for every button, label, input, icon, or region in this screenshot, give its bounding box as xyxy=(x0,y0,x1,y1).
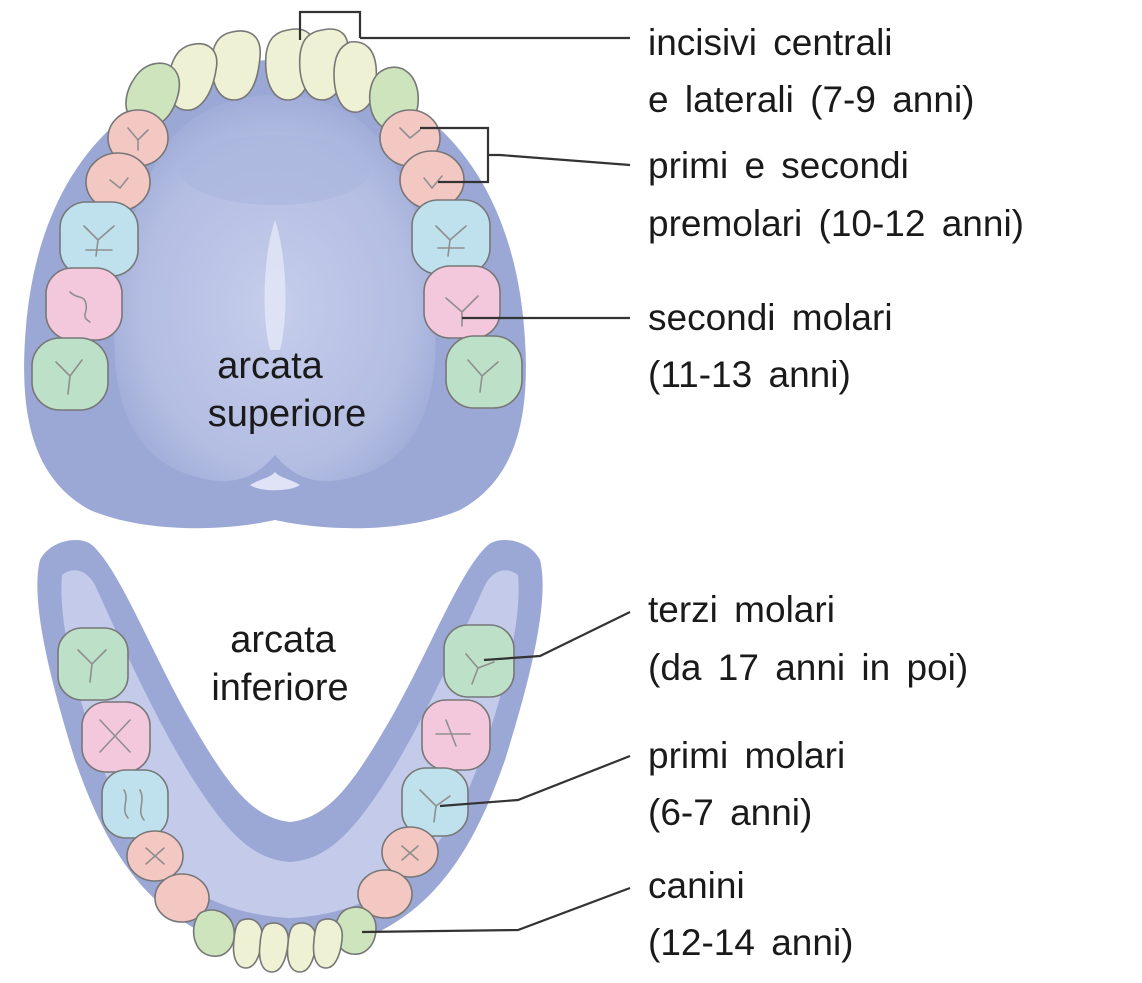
lower-arch: arcata inferiore xyxy=(37,540,542,972)
upper-second-molar-left-tooth xyxy=(46,268,122,340)
upper-second-molar-right-tooth xyxy=(424,266,500,338)
lower-incisor-3-tooth xyxy=(288,923,317,972)
callout-premolars-line2: premolari (10-12 anni) xyxy=(648,203,1024,244)
upper-first-molar-right-tooth xyxy=(412,200,490,274)
lower-arch-label-line1: arcata xyxy=(230,619,336,661)
callout-third-molars-line1: terzi molari xyxy=(648,589,835,630)
callout-canines-line2: (12-14 anni) xyxy=(648,922,854,963)
callout-second-molars-line1: secondi molari xyxy=(648,297,893,338)
upper-palate-highlight xyxy=(180,135,370,205)
callout-incisors-line2: e laterali (7-9 anni) xyxy=(648,79,974,120)
callout-canines-line1: canini xyxy=(648,865,745,906)
lower-third-molar-right-tooth xyxy=(444,625,514,697)
callout-premolars-line1: primi e secondi xyxy=(648,145,909,186)
lower-first-molar-left-tooth xyxy=(102,770,168,838)
lower-second-molar-right-tooth xyxy=(422,700,490,770)
upper-third-molar-left-tooth xyxy=(32,338,108,410)
lower-incisor-1-tooth xyxy=(234,919,263,968)
callout-third-molars-line2: (da 17 anni in poi) xyxy=(648,647,968,688)
leader-incisors xyxy=(300,12,630,40)
lower-incisor-2-tooth xyxy=(260,923,289,972)
callout-incisors-line1: incisivi centrali xyxy=(648,22,893,63)
upper-arch: arcata superiore xyxy=(24,29,526,528)
lower-canine-left-tooth xyxy=(194,910,235,956)
upper-arch-label-line1: arcata xyxy=(217,345,323,387)
upper-third-molar-right-tooth xyxy=(446,336,522,408)
callout-second-molars-line2: (11-13 anni) xyxy=(648,354,851,395)
callout-first-molars-line1: primi molari xyxy=(648,735,845,776)
callout-labels: incisivi centrali e laterali (7-9 anni) … xyxy=(648,22,1024,963)
lower-incisor-4-tooth xyxy=(314,919,343,968)
lower-arch-label-line2: inferiore xyxy=(211,667,348,709)
lower-first-molar-right-tooth xyxy=(402,768,468,836)
callout-first-molars-line2: (6-7 anni) xyxy=(648,792,812,833)
upper-arch-label-line2: superiore xyxy=(208,393,366,435)
